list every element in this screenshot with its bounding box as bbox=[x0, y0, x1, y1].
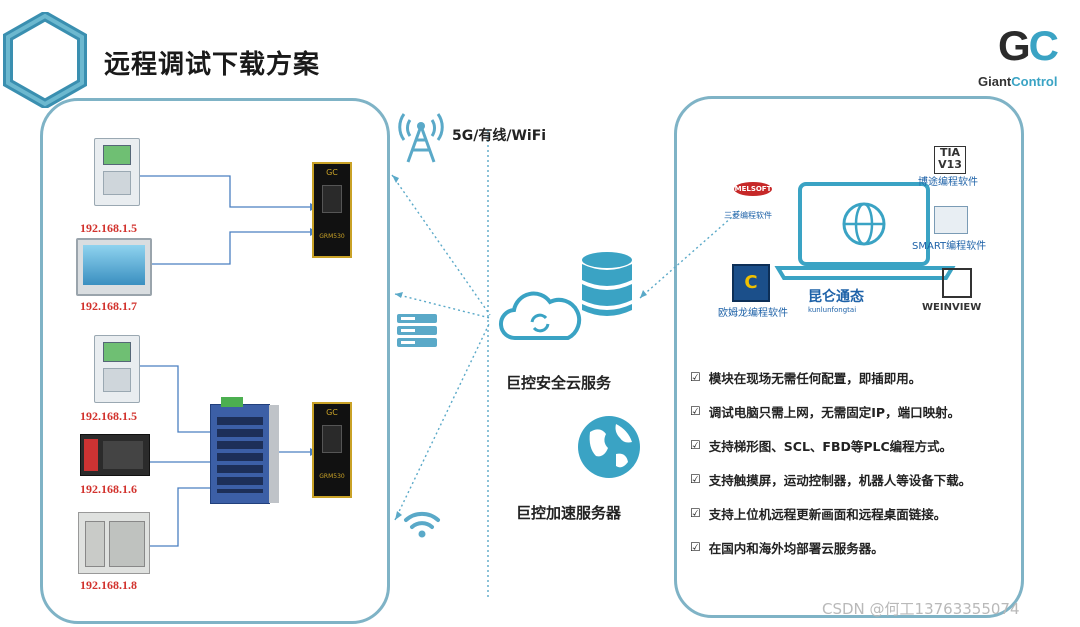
server-rack-icon bbox=[397, 314, 437, 347]
feature-list: ☑模块在现场无需任何配置，即插即用。 ☑调试电脑只需上网，无需固定IP，端口映射… bbox=[690, 360, 971, 564]
network-link-label: 5G/有线/WiFi bbox=[452, 128, 547, 144]
wifi-icon bbox=[404, 511, 440, 538]
ip-label: 192.168.1.6 bbox=[80, 482, 137, 496]
omron-label: 欧姆龙编程软件 bbox=[718, 308, 788, 319]
cloud-service-label: 巨控安全云服务 bbox=[506, 374, 612, 392]
hexagon-logo-icon bbox=[3, 12, 87, 108]
feature-item: ☑模块在现场无需任何配置，即插即用。 bbox=[690, 370, 922, 386]
plc-s7-1500-device bbox=[94, 138, 140, 206]
network-switch-device bbox=[210, 397, 279, 504]
hmi-panel-device bbox=[76, 238, 152, 296]
checkbox-icon: ☑ bbox=[690, 472, 701, 486]
mitsubishi-plc-device bbox=[80, 434, 150, 476]
database-icon bbox=[582, 252, 632, 316]
globe-icon bbox=[578, 416, 640, 478]
omron-cx-logo: C bbox=[732, 264, 770, 302]
omron-plc-device bbox=[78, 512, 150, 574]
tia-label: 博途编程软件 bbox=[918, 177, 978, 188]
checkbox-icon: ☑ bbox=[690, 404, 701, 418]
smart-label: SMART编程软件 bbox=[912, 241, 987, 252]
grm530-module: GC GRM530 bbox=[312, 162, 352, 258]
smart-software-logo bbox=[934, 206, 968, 234]
watermark: CSDN @何工13763355074 bbox=[822, 600, 1020, 618]
page-title: 远程调试下载方案 bbox=[104, 50, 321, 80]
cell-tower-icon bbox=[398, 113, 444, 163]
laptop-icon bbox=[774, 182, 956, 280]
checkbox-icon: ☑ bbox=[690, 540, 701, 554]
plc-s7-1500-device bbox=[94, 335, 140, 403]
melsoft-label: 三菱编程软件 bbox=[724, 211, 772, 220]
checkbox-icon: ☑ bbox=[690, 370, 701, 384]
accelerator-server-label: 巨控加速服务器 bbox=[516, 504, 622, 522]
brand-logo: GC bbox=[998, 22, 1059, 69]
brand-name: GiantControl bbox=[978, 74, 1058, 89]
grm530-module: GC GRM530 bbox=[312, 402, 352, 498]
kunlun-logo: 昆仑通态 kunlunfongtai bbox=[808, 289, 864, 314]
feature-item: ☑在国内和海外均部署云服务器。 bbox=[690, 540, 884, 556]
weinview-logo bbox=[942, 268, 972, 298]
feature-item: ☑支持触摸屏，运动控制器，机器人等设备下载。 bbox=[690, 472, 972, 488]
melsoft-logo: MELSOFT bbox=[734, 182, 774, 206]
weinview-label: WEINVIEW bbox=[922, 302, 982, 313]
ip-label: 192.168.1.5 bbox=[80, 409, 137, 423]
checkbox-icon: ☑ bbox=[690, 438, 701, 452]
checkbox-icon: ☑ bbox=[690, 506, 701, 520]
cloud-sync-icon bbox=[498, 291, 582, 341]
feature-item: ☑支持梯形图、SCL、FBD等PLC编程方式。 bbox=[690, 438, 953, 454]
ip-label: 192.168.1.8 bbox=[80, 578, 137, 592]
feature-item: ☑调试电脑只需上网，无需固定IP，端口映射。 bbox=[690, 404, 961, 420]
ip-label: 192.168.1.7 bbox=[80, 299, 137, 313]
feature-item: ☑支持上位机远程更新画面和远程桌面链接。 bbox=[690, 506, 947, 522]
ip-label: 192.168.1.5 bbox=[80, 221, 137, 235]
